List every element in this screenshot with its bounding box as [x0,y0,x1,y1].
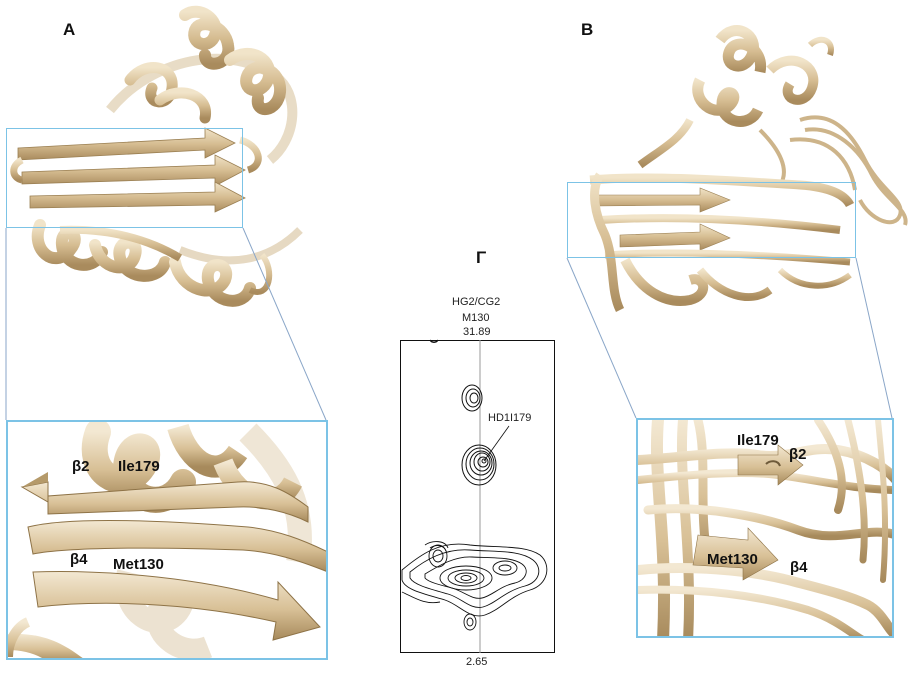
highlight-box-b [567,182,856,258]
inset-a-strand-b4: β4 [70,551,88,568]
nmr-bottom-ppm: 2.65 [466,656,488,668]
highlight-box-a [6,128,243,228]
inset-b-ribbons [638,420,892,636]
helices-b [637,25,834,169]
nmr-header-line2: M130 [462,312,490,324]
panel-b-label: B [581,20,594,39]
nmr-peak-hd1-i179 [461,444,497,486]
inset-b-residue-met130: Met130 [707,551,758,568]
nmr-peak-cluster-lower [401,541,548,631]
inset-b [636,418,894,638]
helix-bottom-a [31,219,273,307]
helix-top-a [124,5,286,124]
inset-a-strand-b2: β2 [72,458,90,475]
inset-a [6,420,328,660]
nmr-header-line1: HG2/CG2 [452,296,501,308]
nmr-peak-annotation: HD1I179 [488,412,532,424]
inset-a-residue-ile179: Ile179 [118,458,160,475]
inset-a-ribbons [8,422,326,658]
nmr-top-ppm: 31.89 [463,326,491,338]
panel-a-label: A [63,20,76,39]
inset-b-residue-ile179: Ile179 [737,432,779,449]
inset-a-residue-met130: Met130 [113,556,164,573]
beta-sheet-a [10,127,262,213]
inset-b-strand-b2: β2 [789,446,807,463]
nmr-spectrum-frame [400,340,555,653]
nmr-peak-upper [461,384,483,412]
inset-b-strand-b4: β4 [790,559,808,576]
panel-g-label: Γ [476,248,487,267]
